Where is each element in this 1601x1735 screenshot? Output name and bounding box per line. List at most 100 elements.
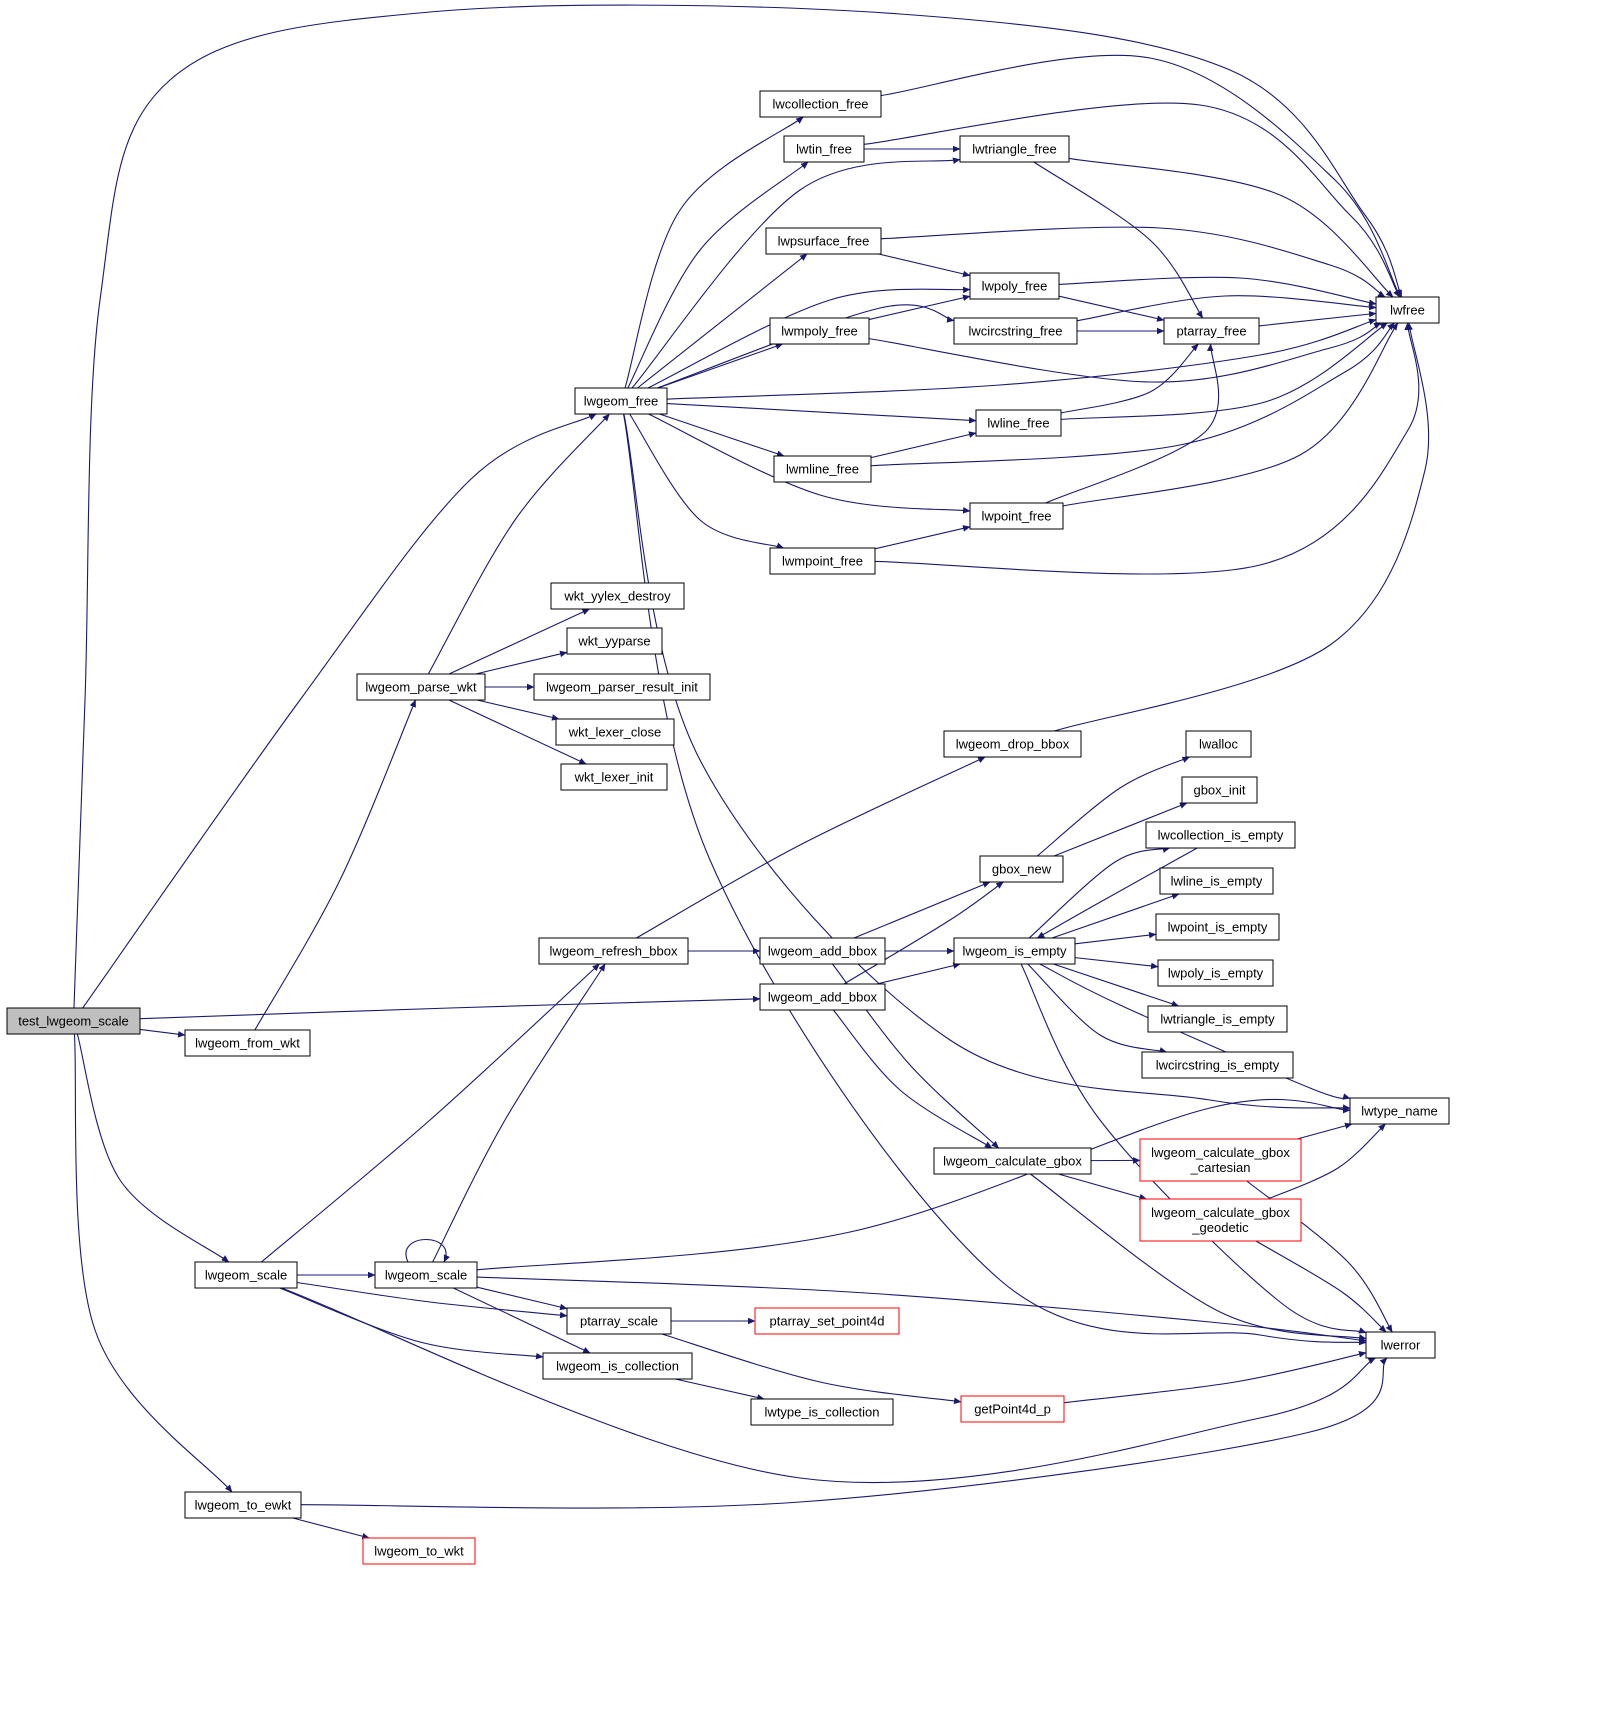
node-box-lwcollection_is_empty[interactable] xyxy=(1145,821,1296,849)
node-box-lwtriangle_is_empty[interactable] xyxy=(1147,1005,1288,1033)
node-wkt_yyparse[interactable]: wkt_yyparse xyxy=(566,627,663,655)
node-box-lwpoly_is_empty[interactable] xyxy=(1157,959,1274,987)
node-box-lwgeom_scale_r[interactable] xyxy=(374,1261,478,1289)
node-wkt_yylex_destroy[interactable]: wkt_yylex_destroy xyxy=(550,582,685,610)
node-box-lwtin_free[interactable] xyxy=(783,135,865,163)
node-box-wkt_yylex_destroy[interactable] xyxy=(550,582,685,610)
node-box-lwpsurface_free[interactable] xyxy=(765,227,882,255)
node-box-lwpoint_free[interactable] xyxy=(969,502,1064,530)
node-ptarray_free[interactable]: ptarray_free xyxy=(1163,317,1260,345)
node-box-test_lwgeom_scale[interactable] xyxy=(6,1007,141,1035)
node-lwgeom_from_wkt[interactable]: lwgeom_from_wkt xyxy=(184,1029,311,1057)
node-lwmpoint_free[interactable]: lwmpoint_free xyxy=(769,547,876,575)
node-box-lwcollection_free[interactable] xyxy=(759,90,882,118)
node-gbox_new[interactable]: gbox_new xyxy=(979,855,1064,883)
node-lwcollection_free[interactable]: lwcollection_free xyxy=(759,90,882,118)
node-lwtype_is_collection[interactable]: lwtype_is_collection xyxy=(750,1398,894,1426)
node-box-lwgeom_calculate_gbox[interactable] xyxy=(933,1147,1092,1175)
node-box-lwgeom_free[interactable] xyxy=(574,387,668,415)
node-box-wkt_lexer_close[interactable] xyxy=(555,718,675,746)
node-test_lwgeom_scale[interactable]: test_lwgeom_scale xyxy=(6,1007,141,1035)
node-wkt_lexer_close[interactable]: wkt_lexer_close xyxy=(555,718,675,746)
node-box-lwgeom_calculate_gbox_geodetic[interactable] xyxy=(1139,1198,1302,1242)
node-box-lwcircstring_is_empty[interactable] xyxy=(1141,1051,1294,1079)
node-box-wkt_yyparse[interactable] xyxy=(566,627,663,655)
node-box-lwtriangle_free[interactable] xyxy=(959,135,1070,163)
node-box-lwgeom_refresh_bbox[interactable] xyxy=(538,937,689,965)
node-lwgeom_calculate_gbox[interactable]: lwgeom_calculate_gbox xyxy=(933,1147,1092,1175)
node-lwgeom_scale_l[interactable]: lwgeom_scale xyxy=(194,1261,298,1289)
node-box-lwtype_name[interactable] xyxy=(1349,1097,1450,1125)
node-lwtin_free[interactable]: lwtin_free xyxy=(783,135,865,163)
node-box-lwmpoint_free[interactable] xyxy=(769,547,876,575)
node-box-lwpoly_free[interactable] xyxy=(969,272,1060,300)
node-box-lwtype_is_collection[interactable] xyxy=(750,1398,894,1426)
node-lwgeom_to_wkt[interactable]: lwgeom_to_wkt xyxy=(362,1537,476,1565)
node-lwfree[interactable]: lwfree xyxy=(1375,296,1440,324)
node-lwgeom_add_bbox1[interactable]: lwgeom_add_bbox xyxy=(759,937,886,965)
node-lwpoint_free[interactable]: lwpoint_free xyxy=(969,502,1064,530)
node-box-lwerror[interactable] xyxy=(1365,1331,1436,1359)
node-lwgeom_parse_wkt[interactable]: lwgeom_parse_wkt xyxy=(356,673,486,701)
node-lwmpoly_free[interactable]: lwmpoly_free xyxy=(769,317,870,345)
node-box-lwline_is_empty[interactable] xyxy=(1159,867,1274,895)
node-ptarray_scale[interactable]: ptarray_scale xyxy=(566,1307,672,1335)
node-box-ptarray_set_point4d[interactable] xyxy=(754,1307,900,1335)
node-box-gbox_new[interactable] xyxy=(979,855,1064,883)
node-box-lwline_free[interactable] xyxy=(975,409,1062,437)
node-lwalloc[interactable]: lwalloc xyxy=(1185,730,1252,758)
node-box-getPoint4d_p[interactable] xyxy=(960,1395,1065,1423)
node-box-lwcircstring_free[interactable] xyxy=(953,317,1078,345)
node-box-lwgeom_calculate_gbox_cartesian[interactable] xyxy=(1139,1138,1302,1182)
node-lwtriangle_free[interactable]: lwtriangle_free xyxy=(959,135,1070,163)
node-lwtype_name[interactable]: lwtype_name xyxy=(1349,1097,1450,1125)
node-lwcollection_is_empty[interactable]: lwcollection_is_empty xyxy=(1145,821,1296,849)
node-box-gbox_init[interactable] xyxy=(1181,776,1258,804)
node-lwtriangle_is_empty[interactable]: lwtriangle_is_empty xyxy=(1147,1005,1288,1033)
node-lwgeom_to_ewkt[interactable]: lwgeom_to_ewkt xyxy=(184,1491,302,1519)
node-lwgeom_scale_r[interactable]: lwgeom_scale xyxy=(374,1261,478,1289)
node-lwcircstring_free[interactable]: lwcircstring_free xyxy=(953,317,1078,345)
node-lwpsurface_free[interactable]: lwpsurface_free xyxy=(765,227,882,255)
node-box-lwgeom_parse_wkt[interactable] xyxy=(356,673,486,701)
node-box-lwalloc[interactable] xyxy=(1185,730,1252,758)
node-box-lwfree[interactable] xyxy=(1375,296,1440,324)
node-box-lwpoint_is_empty[interactable] xyxy=(1155,913,1280,941)
node-box-lwgeom_to_wkt[interactable] xyxy=(362,1537,476,1565)
node-gbox_init[interactable]: gbox_init xyxy=(1181,776,1258,804)
node-box-ptarray_scale[interactable] xyxy=(566,1307,672,1335)
node-box-lwgeom_is_empty[interactable] xyxy=(953,937,1076,965)
node-lwcircstring_is_empty[interactable]: lwcircstring_is_empty xyxy=(1141,1051,1294,1079)
node-box-lwgeom_scale_l[interactable] xyxy=(194,1261,298,1289)
node-lwgeom_refresh_bbox[interactable]: lwgeom_refresh_bbox xyxy=(538,937,689,965)
node-lwmline_free[interactable]: lwmline_free xyxy=(773,455,872,483)
node-lwgeom_calculate_gbox_geodetic[interactable]: lwgeom_calculate_gbox_geodetic xyxy=(1139,1198,1302,1242)
node-lwgeom_drop_bbox[interactable]: lwgeom_drop_bbox xyxy=(943,730,1082,758)
node-box-lwgeom_add_bbox2[interactable] xyxy=(759,983,886,1011)
node-box-lwgeom_drop_bbox[interactable] xyxy=(943,730,1082,758)
node-box-lwgeom_to_ewkt[interactable] xyxy=(184,1491,302,1519)
node-lwgeom_add_bbox2[interactable]: lwgeom_add_bbox xyxy=(759,983,886,1011)
node-lwgeom_calculate_gbox_cartesian[interactable]: lwgeom_calculate_gbox_cartesian xyxy=(1139,1138,1302,1182)
node-box-wkt_lexer_init[interactable] xyxy=(560,763,668,791)
node-lwline_free[interactable]: lwline_free xyxy=(975,409,1062,437)
node-lwgeom_free[interactable]: lwgeom_free xyxy=(574,387,668,415)
node-lwpoly_free[interactable]: lwpoly_free xyxy=(969,272,1060,300)
node-box-lwmpoly_free[interactable] xyxy=(769,317,870,345)
node-lwpoint_is_empty[interactable]: lwpoint_is_empty xyxy=(1155,913,1280,941)
node-box-lwmline_free[interactable] xyxy=(773,455,872,483)
node-ptarray_set_point4d[interactable]: ptarray_set_point4d xyxy=(754,1307,900,1335)
node-lwpoly_is_empty[interactable]: lwpoly_is_empty xyxy=(1157,959,1274,987)
node-lwgeom_parser_result_init[interactable]: lwgeom_parser_result_init xyxy=(533,673,711,701)
node-getPoint4d_p[interactable]: getPoint4d_p xyxy=(960,1395,1065,1423)
node-lwline_is_empty[interactable]: lwline_is_empty xyxy=(1159,867,1274,895)
node-lwgeom_is_collection[interactable]: lwgeom_is_collection xyxy=(542,1352,693,1380)
node-box-lwgeom_parser_result_init[interactable] xyxy=(533,673,711,701)
node-box-ptarray_free[interactable] xyxy=(1163,317,1260,345)
node-box-lwgeom_is_collection[interactable] xyxy=(542,1352,693,1380)
node-wkt_lexer_init[interactable]: wkt_lexer_init xyxy=(560,763,668,791)
node-lwerror[interactable]: lwerror xyxy=(1365,1331,1436,1359)
node-box-lwgeom_add_bbox1[interactable] xyxy=(759,937,886,965)
node-lwgeom_is_empty[interactable]: lwgeom_is_empty xyxy=(953,937,1076,965)
node-box-lwgeom_from_wkt[interactable] xyxy=(184,1029,311,1057)
